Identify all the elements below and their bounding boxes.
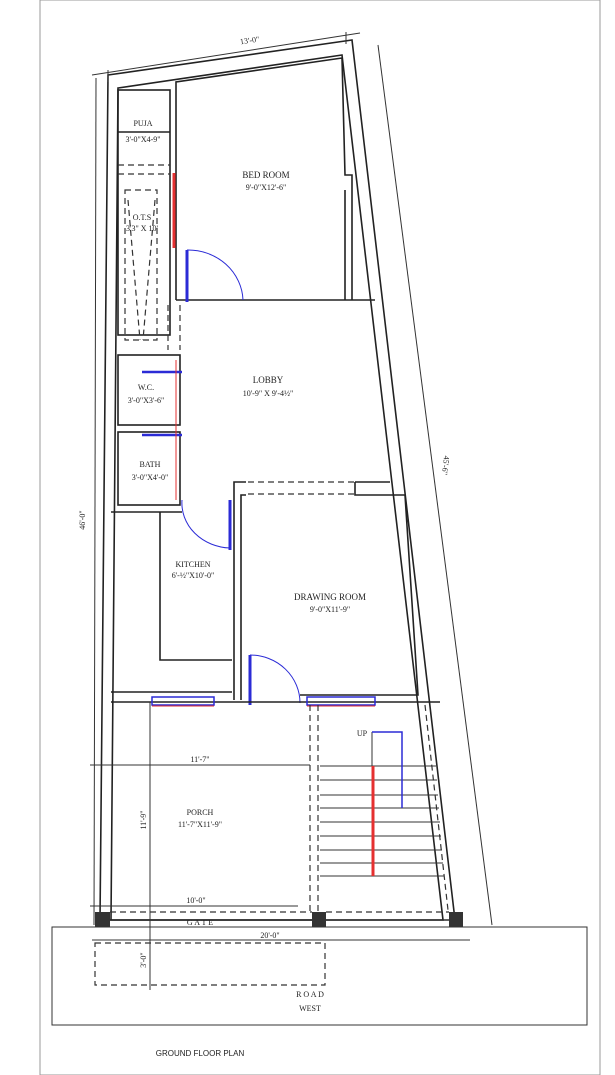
dim-road-offset: 3'-0"	[139, 952, 148, 967]
dim-top: 13'-0"	[239, 35, 259, 47]
ots-label: O.T.S	[133, 213, 152, 222]
kitchen-window	[151, 696, 215, 706]
puja-label: PUJA	[133, 119, 152, 128]
wc-room	[117, 354, 181, 426]
lobby-label: LOBBY	[253, 375, 284, 385]
gate-label: G A T E	[187, 918, 213, 927]
stairs-up-label: UP	[357, 729, 368, 738]
ots-area	[124, 189, 158, 341]
pillar	[95, 912, 110, 927]
ots-size: 3'3" X 10'	[126, 224, 158, 233]
bath-label: BATH	[140, 460, 161, 469]
road	[51, 926, 588, 1026]
kitchen-label: KITCHEN	[175, 560, 210, 569]
bath-room	[117, 431, 181, 506]
porch-size: 11'-7"X11'-9"	[178, 820, 222, 829]
dim-porch-width: 11'-7"	[190, 755, 209, 764]
porch-label: PORCH	[187, 808, 214, 817]
drawing-size: 9'-0"X11'-9"	[310, 605, 350, 614]
bedroom-size: 9'-0"X12'-6"	[246, 183, 287, 192]
kitchen-size: 6'-½"X10'-0"	[172, 571, 215, 580]
bath-size: 3'-0"X4'-0"	[132, 473, 169, 482]
pillar	[449, 912, 463, 927]
puja-size: 3'-0"X4-9"	[125, 135, 160, 144]
wc-label: W.C.	[138, 383, 154, 392]
dim-right: 45'-6"	[440, 455, 451, 475]
lobby-size: 10'-9" X 9'-4½"	[243, 389, 294, 398]
dim-front-width: 20'-0"	[260, 931, 279, 940]
road-direction: WEST	[299, 1004, 321, 1013]
staircase	[320, 704, 449, 911]
gate-swing-area	[94, 942, 326, 986]
frame-border	[39, 0, 601, 1075]
dim-gate-width: 10'-0"	[186, 896, 205, 905]
plan-title: GROUND FLOOR PLAN	[156, 1049, 245, 1058]
road-label: R O A D	[296, 990, 324, 999]
wc-size: 3'-0"X3'-6"	[128, 396, 165, 405]
dim-left: 46'-0"	[78, 510, 87, 529]
dim-porch-depth: 11'-9"	[139, 810, 148, 829]
bedroom-label: BED ROOM	[242, 170, 289, 180]
drawing-label: DRAWING ROOM	[294, 592, 366, 602]
drawing-window	[306, 696, 376, 706]
pillar	[312, 912, 326, 927]
